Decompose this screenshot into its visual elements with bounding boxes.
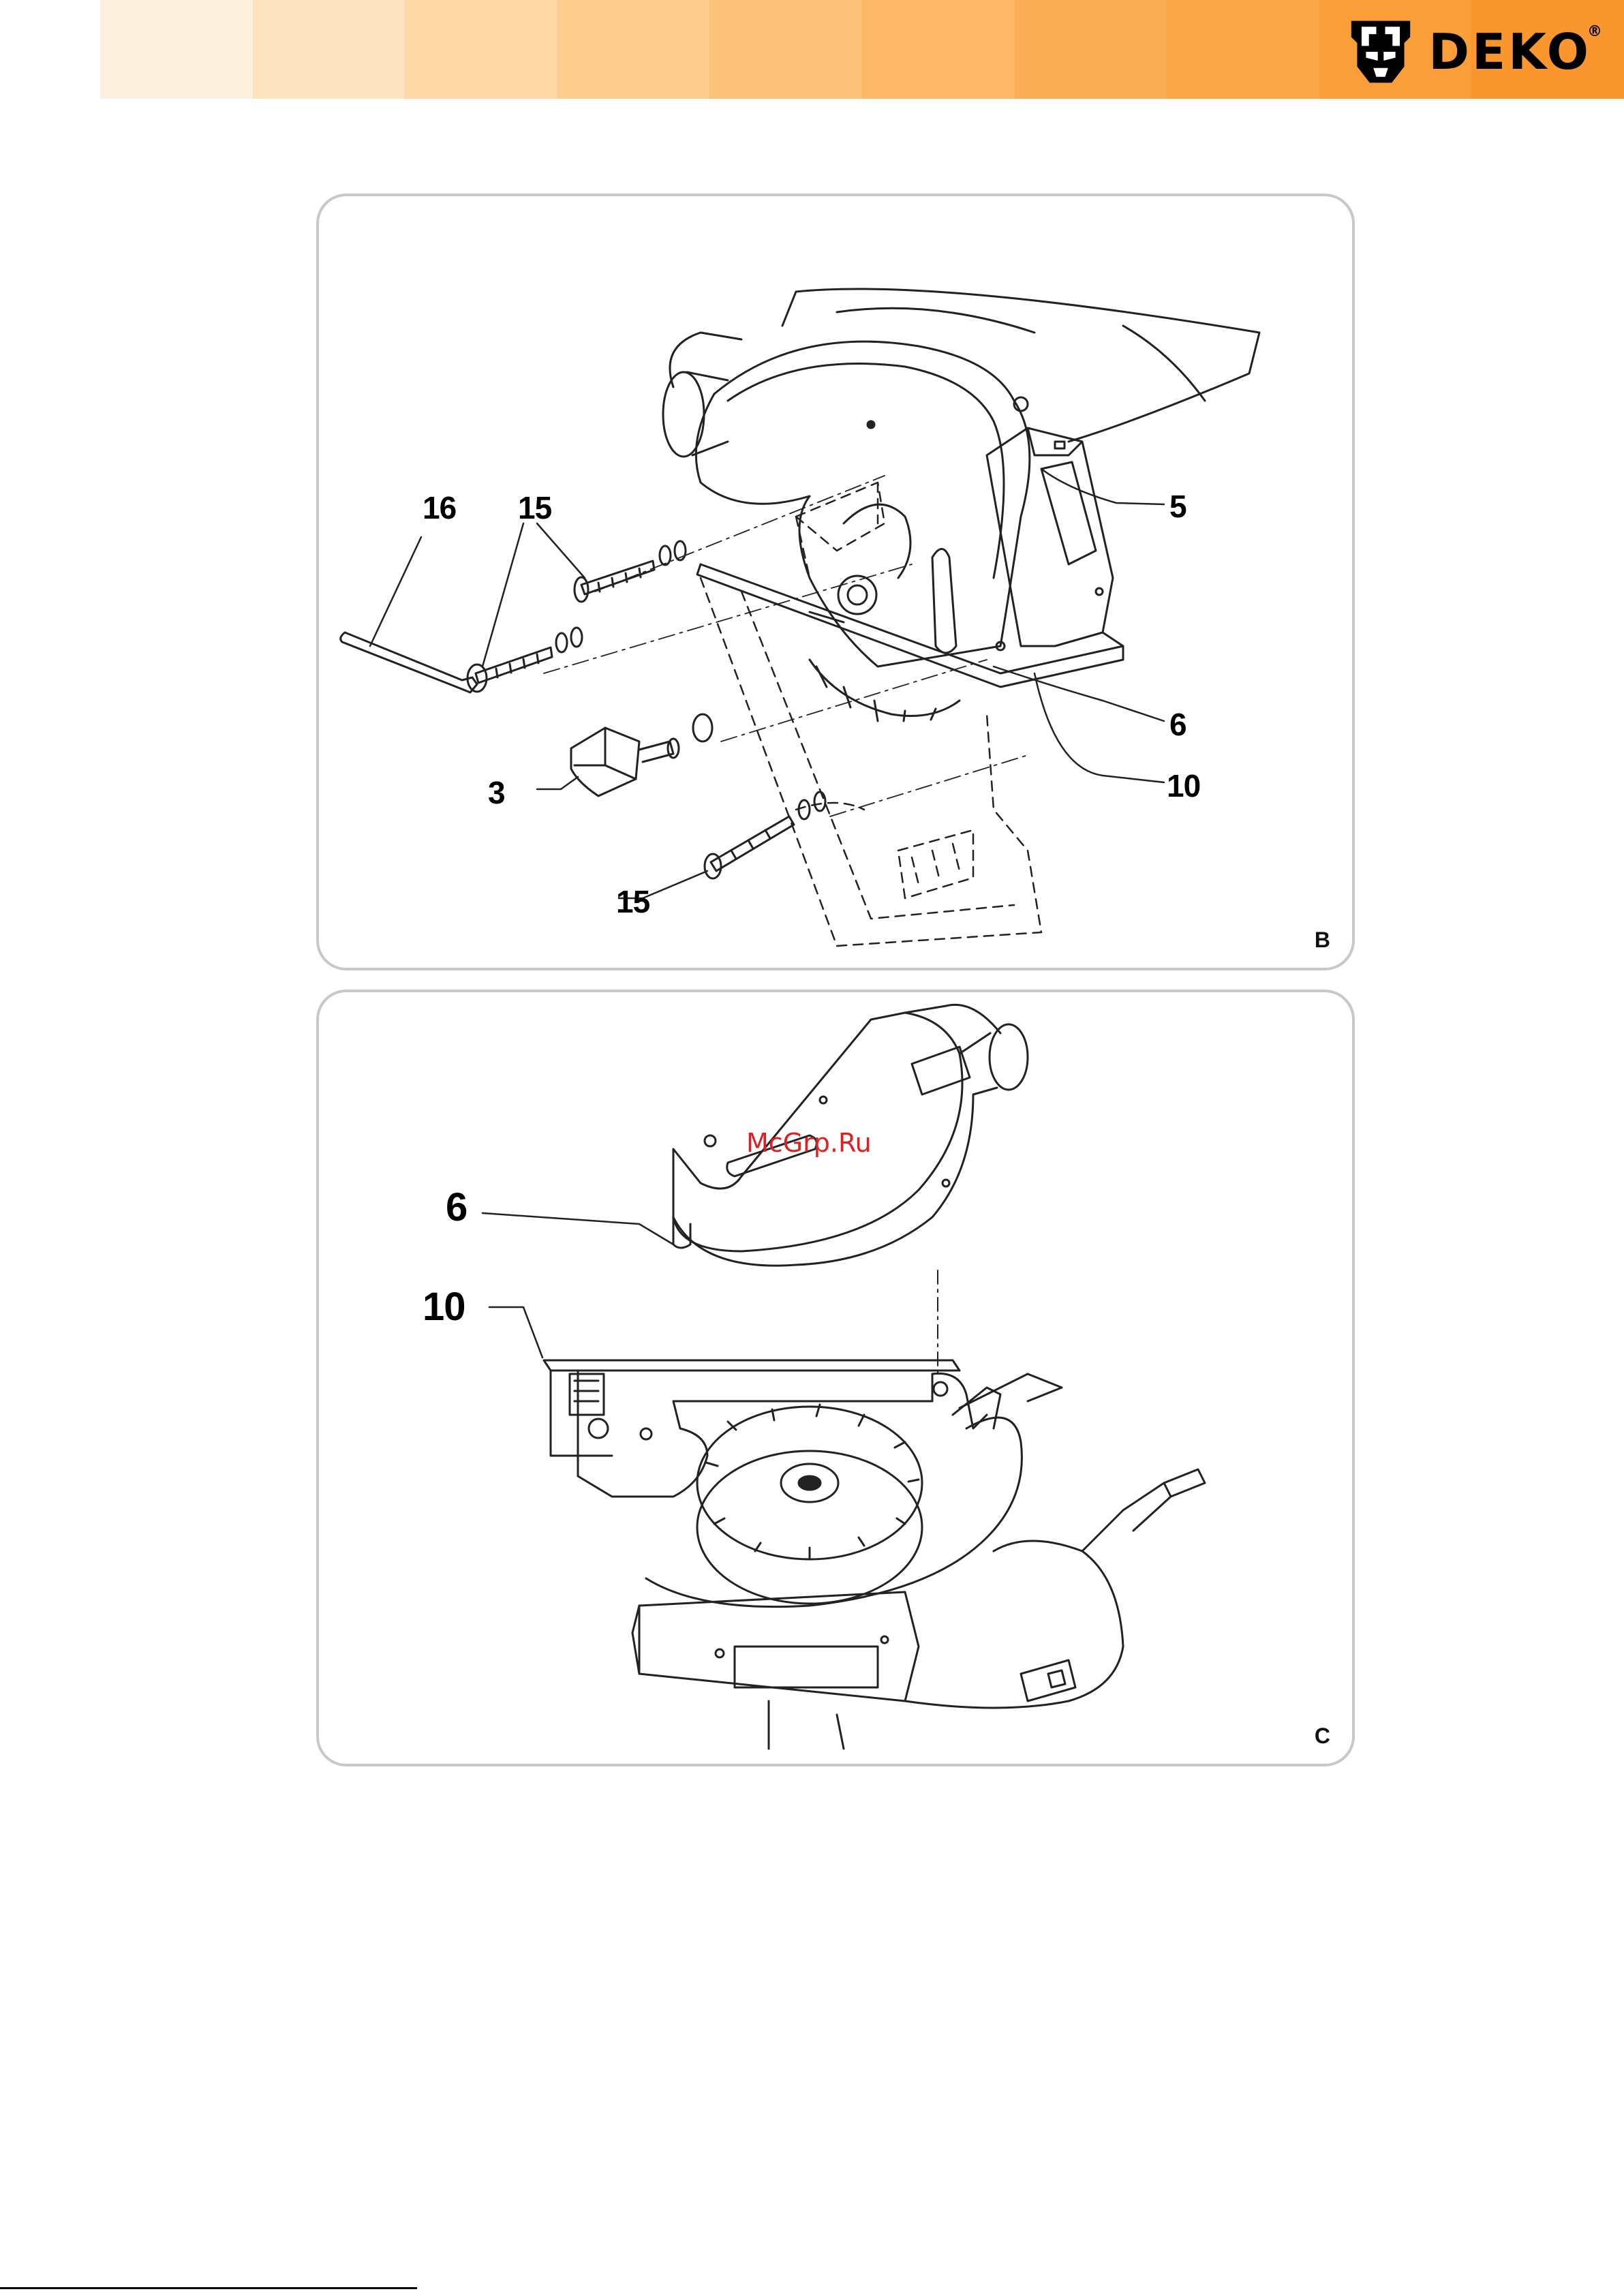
footer-rule xyxy=(0,2287,417,2289)
header-band-segment xyxy=(557,0,710,99)
header-band-segment xyxy=(405,0,557,99)
figure-c-panel: 6 10 C xyxy=(316,990,1355,1766)
figure-b-panel: 16 15 5 6 10 3 15 B xyxy=(316,194,1355,970)
header-band-segment xyxy=(100,0,253,99)
callout-15-top: 15 xyxy=(518,489,551,526)
figure-c-illustration xyxy=(319,992,1352,1764)
figure-b-illustration xyxy=(319,196,1352,968)
header-band-segment xyxy=(1167,0,1319,99)
deko-helmet-logo-icon xyxy=(1344,15,1418,89)
header-band-segment xyxy=(1015,0,1167,99)
header-band-segment xyxy=(709,0,862,99)
figure-c-letter: C xyxy=(1315,1724,1330,1749)
header-band-segment xyxy=(253,0,405,99)
callout-10: 10 xyxy=(423,1284,465,1330)
callout-10: 10 xyxy=(1167,767,1200,804)
watermark: McGrp.Ru xyxy=(746,1128,872,1158)
brand-logo: DEKO® xyxy=(1344,15,1605,89)
callout-15-bottom: 15 xyxy=(616,883,649,920)
callout-6: 6 xyxy=(1169,706,1186,743)
callout-6: 6 xyxy=(446,1184,467,1230)
callout-3: 3 xyxy=(488,774,505,811)
brand-name: DEKO® xyxy=(1428,23,1605,80)
figure-b-letter: B xyxy=(1315,928,1330,953)
callout-16: 16 xyxy=(423,489,456,526)
callout-5: 5 xyxy=(1169,488,1186,525)
header-band-segment xyxy=(862,0,1015,99)
